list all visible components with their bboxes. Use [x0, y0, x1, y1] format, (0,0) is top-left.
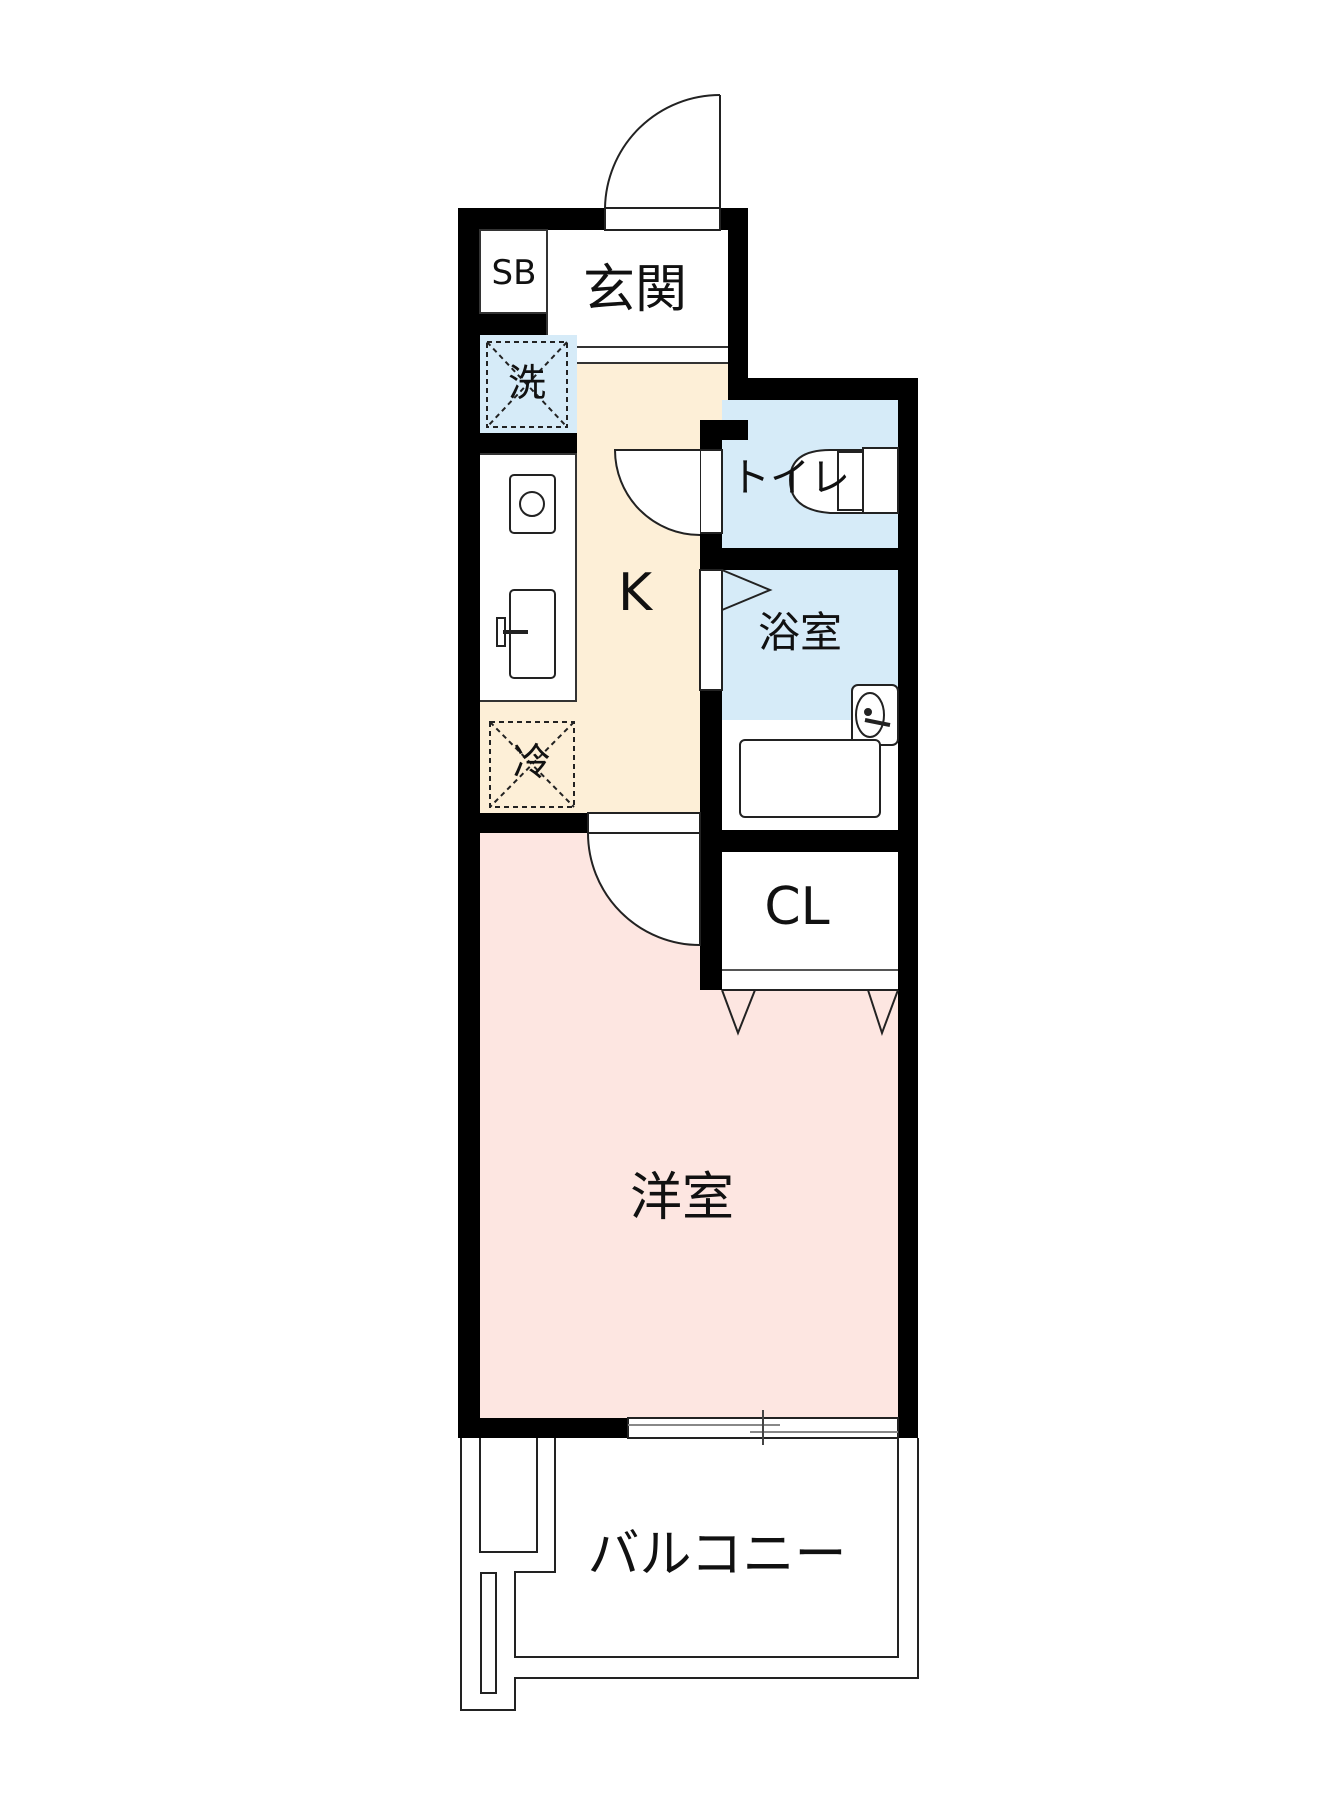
kitchen-fixtures: [496, 474, 556, 679]
wall-kitchen-room-left: [458, 813, 588, 833]
wall-top-left: [458, 208, 605, 230]
fridge-label: 冷: [512, 740, 552, 784]
bathtub: [739, 739, 881, 818]
bathroom-door: [699, 569, 773, 691]
wall-room-bottom-right: [898, 1418, 918, 1438]
wall-wet-top: [728, 378, 918, 400]
wall-bath-closet: [700, 830, 918, 852]
balcony-window: [627, 1410, 899, 1445]
kitchen-floor-upper: [577, 363, 728, 420]
room-door: [586, 812, 701, 947]
bathroom-label: 浴室: [757, 608, 843, 657]
shoe-box-label: SB: [491, 253, 537, 293]
fridge-symbol: [489, 721, 575, 808]
closet-folding-door-left: [721, 989, 756, 1036]
western-room-label: 洋室: [629, 1168, 735, 1228]
wall-toilet-bath: [700, 548, 918, 570]
closet-area: [722, 852, 898, 990]
washbasin: [851, 684, 899, 746]
wall-central-partition-a: [700, 420, 722, 450]
washer-label: 洗: [507, 361, 547, 405]
balcony-outline: [460, 1438, 919, 1711]
wall-entrance-right: [728, 208, 748, 398]
wall-washer-bottom: [480, 433, 577, 453]
washer-symbol: [486, 341, 568, 428]
toilet-label: トイレ: [730, 455, 850, 501]
closet-label: CL: [764, 877, 830, 937]
wall-sb-bottom: [480, 313, 547, 335]
balcony-label: バルコニー: [587, 1525, 847, 1585]
toilet-fixture: [788, 447, 899, 514]
kitchen-label: K: [617, 563, 653, 623]
kitchen-floor-lower: [480, 702, 700, 813]
wall-right-outer: [898, 378, 918, 1438]
toilet-door: [613, 449, 723, 536]
entrance-label: 玄関: [582, 260, 688, 320]
entry-door: [604, 94, 721, 231]
closet-folding-door-right: [867, 989, 899, 1037]
wall-room-bottom: [458, 1418, 628, 1438]
